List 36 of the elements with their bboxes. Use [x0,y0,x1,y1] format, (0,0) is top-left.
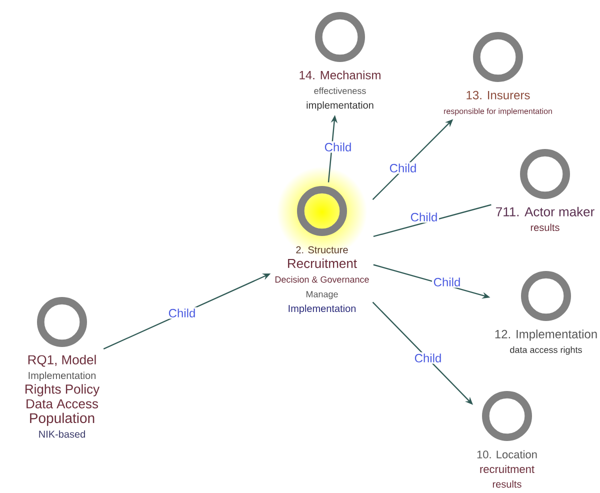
node-label: data access rights [510,346,582,355]
node-label: NIK-based [39,430,85,438]
node-label: results [492,480,522,488]
ring-node: 13. Insurers responsible for implementation [444,32,552,116]
node-label: Population [30,412,94,426]
edge-label: Child [413,352,444,364]
node-label: 711. Actor maker [496,206,594,216]
ring-node: RQ1, Model Implementation Rights Policy Data Access Population NIK-based [26,297,100,438]
node-label: Data Access [26,399,98,408]
node-label: 13. Insurers [466,90,530,100]
edge-label: Child [167,307,197,319]
node-label: 10. Location [477,450,537,458]
node-label: Implementation [288,304,356,314]
node-label: 12. Implementation [495,330,597,341]
node-label: Recruitment [288,258,357,268]
node-label: RQ1, Model [28,354,96,367]
node-label: 14. Mechanism [300,70,380,80]
ring-node: 711. Actor maker results [496,149,594,232]
edge-label: Child [388,162,418,174]
edge-label: Child [409,211,439,223]
node-label: effectiveness [314,87,366,94]
ring-node: 10. Location recruitment results [477,391,537,488]
ring-node: 2. Structure Recruitment Decision & Governance Manage Implementation [275,186,369,314]
ring-node: 14. Mechanism effectiveness implementation [300,12,380,111]
node-label: responsible for implementation [444,108,552,116]
ring-node: 12. Implementation data access rights [495,271,597,355]
edge-label: Child [432,276,462,288]
node-label: Rights Policy [26,384,100,396]
node-label: Decision & Governance [275,276,369,283]
node-label: results [530,224,560,232]
node-label: Manage [306,291,338,300]
node-label: implementation [306,101,374,111]
node-label: recruitment [480,464,534,474]
node-label: 2. Structure [296,246,348,254]
edge-label: Child [323,141,353,153]
node-label: Implementation [28,372,96,382]
